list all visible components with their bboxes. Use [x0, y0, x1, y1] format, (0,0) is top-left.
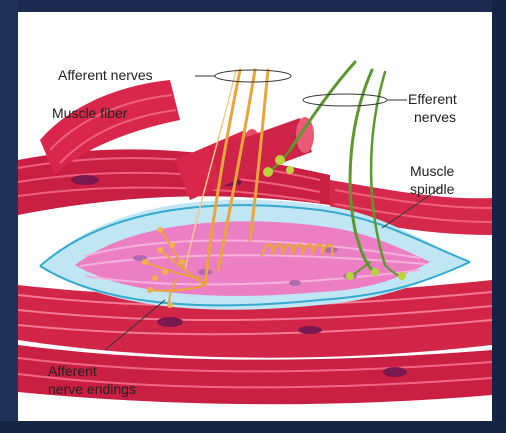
label-muscle-spindle-line1: Muscle [410, 163, 455, 179]
label-afferent-nerve-endings-line2: nerve endings [48, 381, 136, 397]
label-muscle-spindle-line2: spindle [410, 181, 455, 197]
label-efferent-nerves-line1: Efferent [408, 91, 457, 107]
label-afferent-nerves: Afferent nerves [58, 67, 153, 83]
label-afferent-nerve-endings-line1: Afferent [48, 363, 97, 379]
label-efferent-nerves-line2: nerves [414, 109, 456, 125]
label-muscle-fiber: Muscle fiber [52, 105, 128, 121]
